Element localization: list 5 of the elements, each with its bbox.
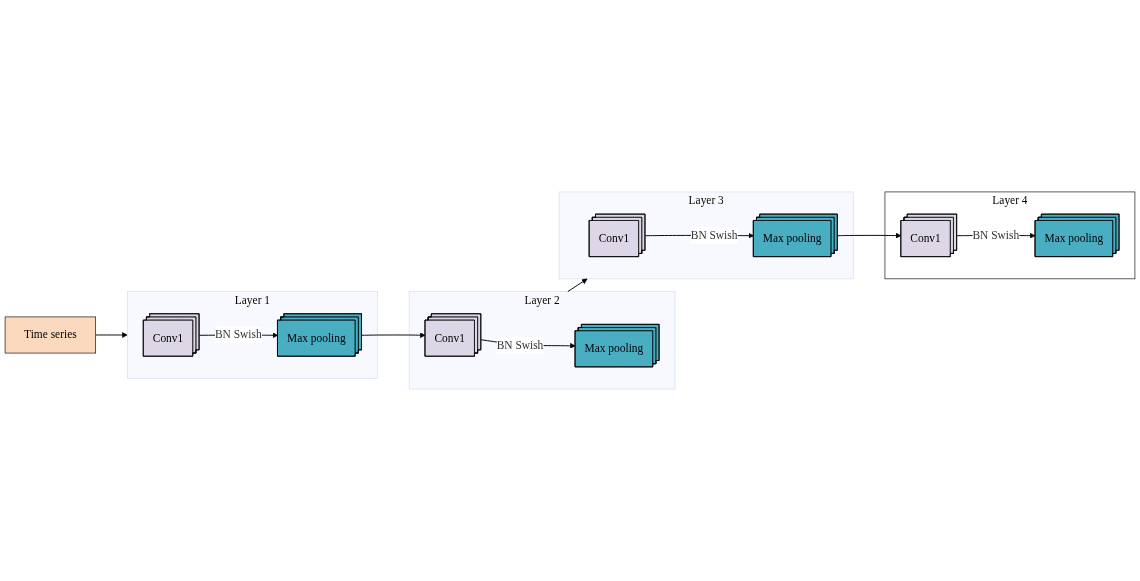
edge-label: BN Swish xyxy=(690,228,738,242)
node-box: Time series xyxy=(4,316,96,354)
edge-label: BN Swish xyxy=(214,328,262,342)
edge-label: BN Swish xyxy=(496,338,544,352)
edge-label: BN Swish xyxy=(972,228,1020,242)
